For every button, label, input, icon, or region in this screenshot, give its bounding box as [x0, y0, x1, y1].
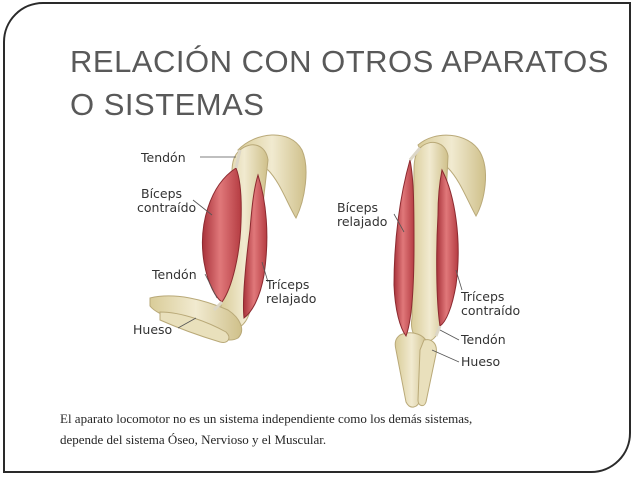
label-right-bone: Hueso: [461, 354, 500, 369]
label-left-tendon-top: Tendón: [140, 150, 186, 165]
left-arm-illustration: [150, 135, 306, 342]
label-right-biceps-line1: Bíceps: [337, 200, 378, 215]
label-left-biceps-line2: contraído: [137, 200, 196, 215]
label-left-triceps-line1: Tríceps: [265, 277, 309, 292]
label-right-triceps-line2: contraído: [461, 303, 520, 318]
label-right-tendon: Tendón: [460, 332, 506, 347]
label-left-tendon-mid: Tendón: [151, 267, 197, 282]
label-left-bone: Hueso: [133, 322, 172, 337]
label-right-biceps-line2: relajado: [337, 214, 387, 229]
label-left-biceps-line1: Bíceps: [141, 186, 182, 201]
caption-line-1: El aparato locomotor no es un sistema in…: [60, 408, 580, 429]
caption-line-2: depende del sistema Óseo, Nervioso y el …: [60, 429, 580, 450]
right-biceps: [394, 160, 414, 336]
label-left-triceps-line2: relajado: [266, 291, 316, 306]
slide-caption: El aparato locomotor no es un sistema in…: [60, 408, 580, 450]
right-forearm-bone-2: [418, 340, 436, 406]
label-right-triceps-line1: Tríceps: [460, 289, 504, 304]
right-triceps: [437, 170, 458, 326]
